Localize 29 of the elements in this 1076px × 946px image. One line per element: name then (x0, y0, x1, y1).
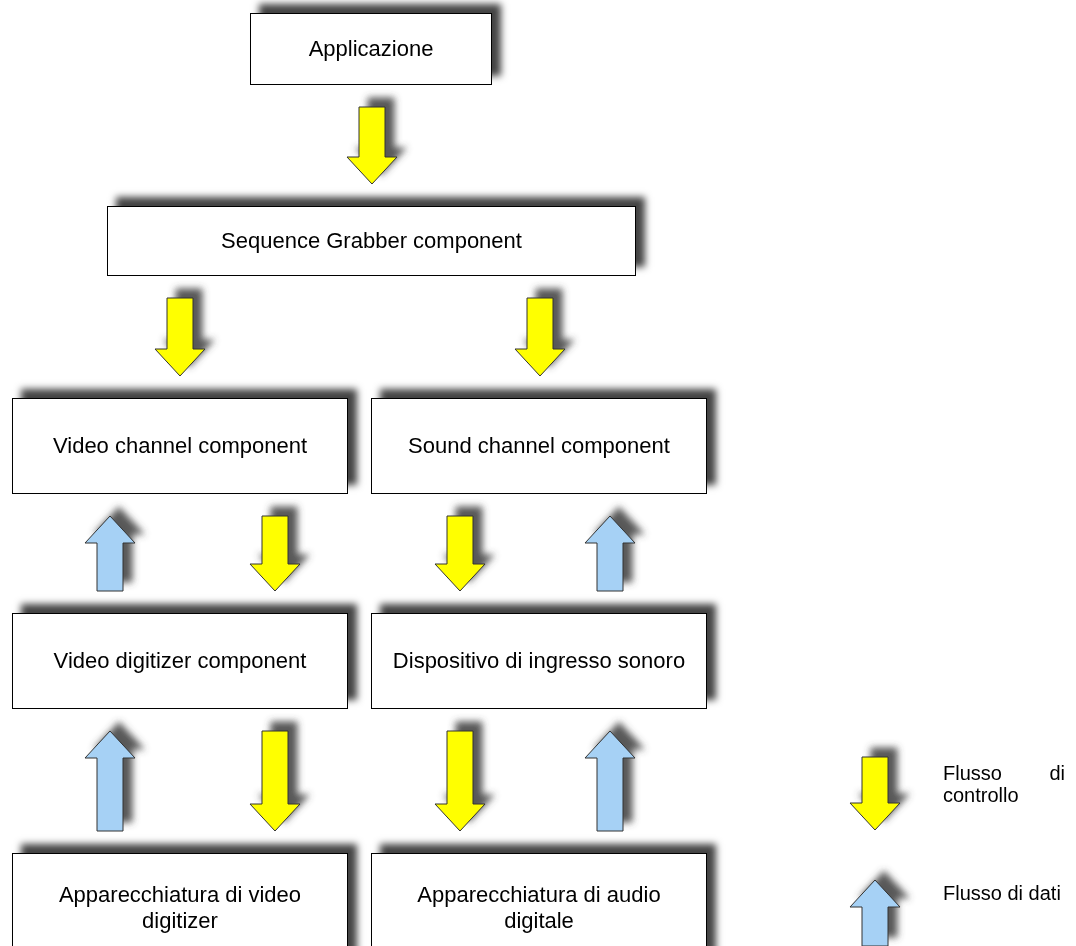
legend-label: Flusso di controllo (943, 762, 1065, 806)
block-arrow (84, 730, 136, 832)
block-arrow (434, 515, 486, 592)
block-arrow (584, 515, 636, 592)
block-arrow (249, 730, 301, 832)
component-box (250, 13, 492, 85)
component-box (12, 613, 348, 709)
block-arrow (84, 515, 136, 592)
block-arrow (154, 297, 206, 377)
block-arrow (346, 106, 398, 185)
component-box (371, 853, 707, 946)
box-label: Sound channel component (408, 433, 670, 459)
component-box (371, 613, 707, 709)
component-box (12, 398, 348, 494)
component-box (371, 398, 707, 494)
box-label: Sequence Grabber component (221, 228, 522, 254)
component-box (12, 853, 348, 946)
box-label: Applicazione (308, 36, 434, 62)
box-label: Video digitizer component (53, 648, 307, 674)
block-arrow (249, 515, 301, 592)
block-arrow (584, 730, 636, 832)
box-label: Video channel component (53, 433, 307, 459)
block-arrow (434, 730, 486, 832)
block-arrow (514, 297, 566, 377)
box-label: Apparecchiatura di audio digitale (416, 882, 662, 934)
box-label: Apparecchiatura di video digitizer (57, 882, 303, 934)
component-box (107, 206, 636, 276)
box-label: Dispositivo di ingresso sonoro (392, 648, 686, 674)
legend-label: Flusso di dati (943, 882, 1062, 904)
